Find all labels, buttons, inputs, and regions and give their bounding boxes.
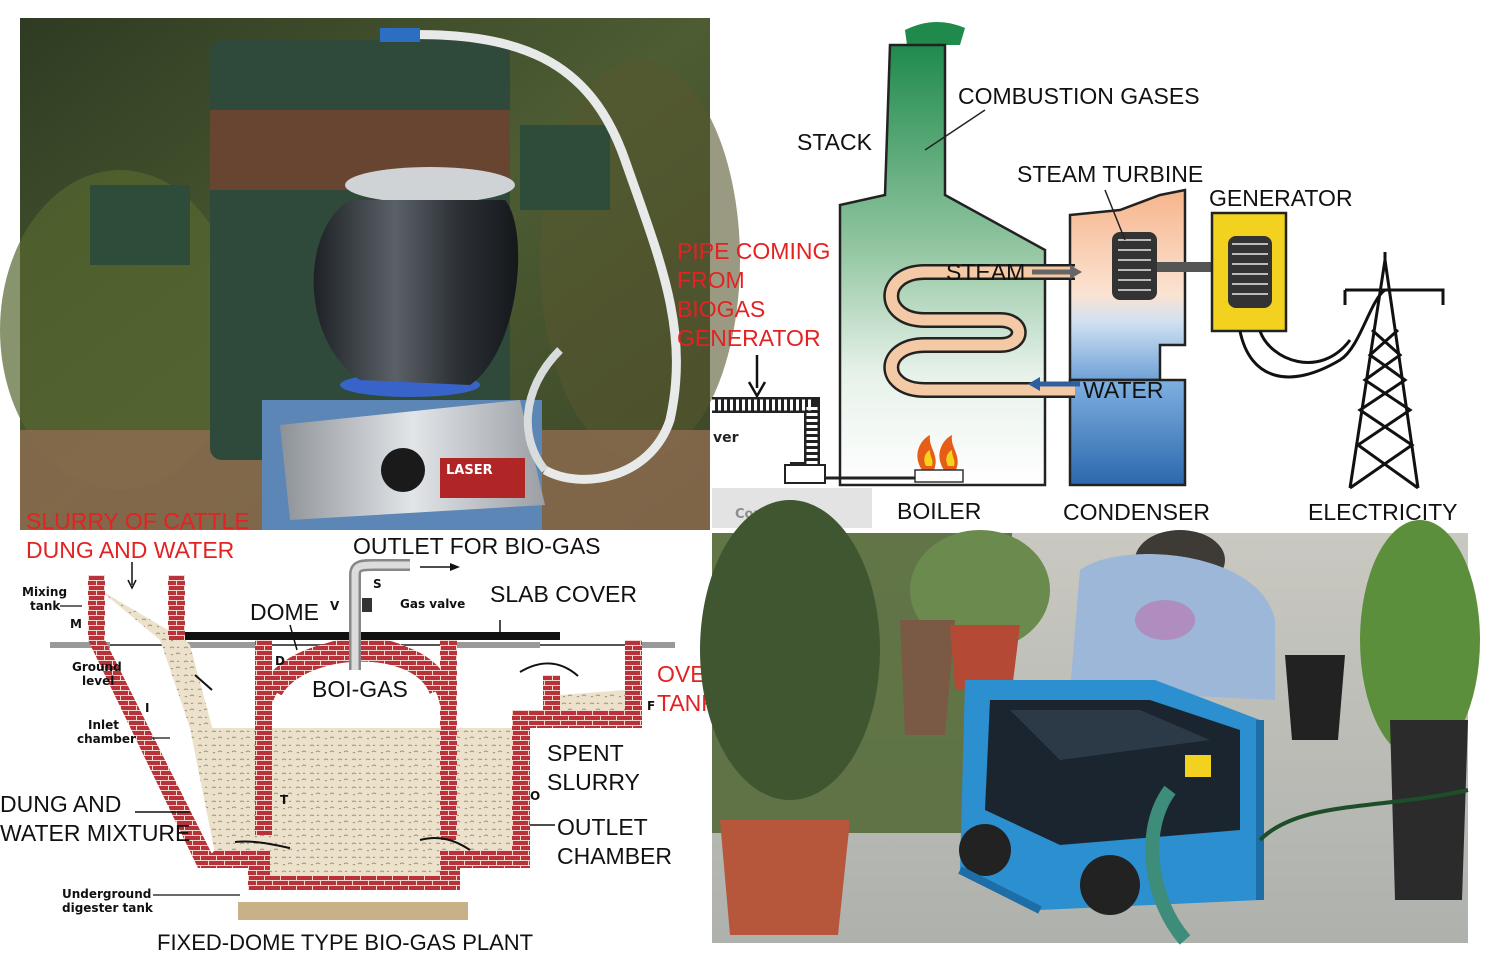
letter-m: M (70, 617, 82, 631)
label-dome: DOME (250, 599, 319, 625)
slab-cover (185, 632, 560, 640)
stove-brand: LASER (446, 463, 493, 478)
cooking-pot (313, 200, 519, 385)
fragment-text: ver (713, 430, 739, 446)
inlet-wall (88, 575, 215, 868)
flower-pot (720, 820, 850, 935)
label-water-mixture: WATER MIXTURE (0, 820, 190, 846)
label-boi-gas: BOI-GAS (312, 676, 408, 702)
letter-d: D (275, 654, 285, 668)
label-dung-and: DUNG AND (0, 791, 121, 817)
label-ground: Ground (72, 660, 122, 674)
label-slurry-line-1: SLURRY OF CATTLE (26, 508, 250, 534)
pot-lid (345, 167, 515, 203)
label-outlet: OUTLET (557, 814, 648, 840)
gas-valve-icon (362, 598, 372, 612)
label-tank: tank (30, 599, 61, 613)
label-pipe-line-2: FROM (677, 267, 745, 293)
label-generator: GENERATOR (1209, 185, 1353, 211)
gas-hose (389, 29, 681, 484)
label-slurry: SLURRY (547, 769, 640, 795)
label-condenser: CONDENSER (1063, 499, 1210, 525)
label-stack: STACK (797, 129, 873, 155)
label-inlet: Inlet (88, 718, 119, 732)
electricity-pylon-icon (1343, 252, 1445, 490)
label-steam-turbine: STEAM TURBINE (1017, 161, 1203, 187)
letter-o: O (530, 789, 540, 803)
foundation (238, 902, 468, 920)
generator-wheel (1080, 855, 1140, 915)
label-slab-cover: SLAB COVER (490, 581, 637, 607)
biogas-plant-title: FIXED-DOME TYPE BIO-GAS PLANT (157, 930, 533, 955)
label-water: WATER (1083, 377, 1164, 403)
label-electricity: ELECTRICITY (1308, 499, 1458, 525)
generator-photo (700, 500, 1480, 945)
stove-photo: LASER (0, 18, 740, 530)
generator-panel (1185, 755, 1211, 777)
letter-s: S (373, 577, 382, 591)
label-gas-valve: Gas valve (400, 597, 465, 611)
power-plant-diagram: Courtesy: ... ver COMBUSTION GASES STACK… (677, 21, 1458, 528)
label-underground: Underground (62, 887, 151, 901)
label-steam: STEAM (946, 259, 1025, 285)
label-outlet-chamber: CHAMBER (557, 843, 672, 869)
label-slurry-line-2: DUNG AND WATER (26, 537, 234, 563)
label-pipe-line-3: BIOGAS (677, 296, 765, 322)
biogas-plant-diagram: Mixing tank M Ground level Inlet chamber… (0, 508, 789, 955)
label-boiler: BOILER (897, 498, 981, 524)
letter-v: V (330, 599, 340, 613)
label-mixing: Mixing (22, 585, 67, 599)
label-digester-tank: digester tank (62, 901, 154, 915)
steam-pipe (885, 266, 1075, 396)
stove-knob (381, 448, 425, 492)
letter-i: I (145, 701, 149, 715)
label-pipe-line-1: PIPE COMING (677, 238, 830, 264)
label-pipe-line-4: GENERATOR (677, 325, 821, 351)
label-level: level (82, 674, 114, 688)
letter-t: T (280, 793, 289, 807)
label-combustion-gases: COMBUSTION GASES (958, 83, 1200, 109)
green-hose (1145, 785, 1191, 945)
letter-f: F (647, 699, 655, 713)
label-spent: SPENT (547, 740, 624, 766)
label-chamber: chamber (77, 732, 136, 746)
condenser-tank (1068, 378, 1187, 487)
label-outlet-gas: OUTLET FOR BIO-GAS (353, 533, 601, 559)
